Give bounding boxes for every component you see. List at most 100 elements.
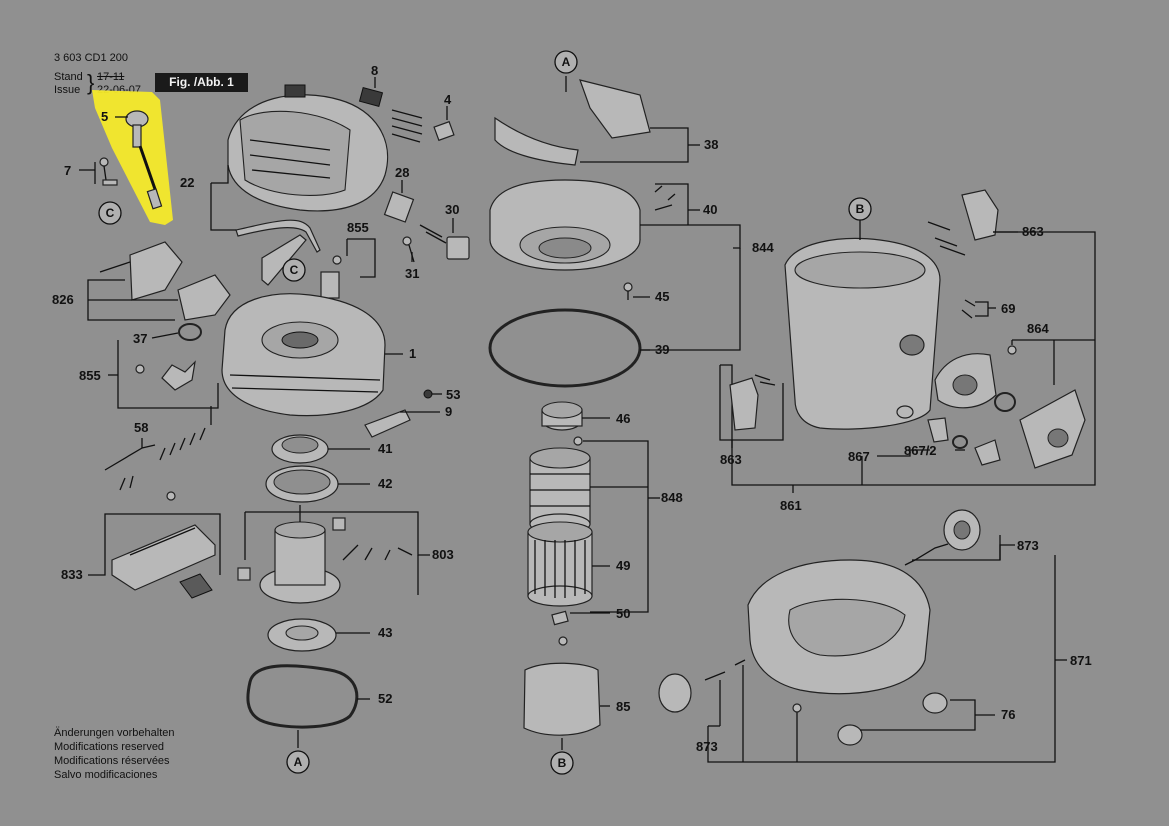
part-label-37: 37 xyxy=(133,331,147,346)
part-label-871: 871 xyxy=(1070,653,1092,668)
latch-part-863-top xyxy=(927,189,999,256)
part-label-85: 85 xyxy=(616,699,630,714)
gasket-part-52 xyxy=(246,664,359,729)
part-label-28: 28 xyxy=(395,165,409,180)
ring-part-41 xyxy=(271,434,329,464)
circuit-board-part-833 xyxy=(111,491,216,599)
part-label-58: 58 xyxy=(134,420,148,435)
part-label-40: 40 xyxy=(703,202,717,217)
issue-label: Issue xyxy=(54,84,81,96)
part-label-45: 45 xyxy=(655,289,669,304)
filter-part-49 xyxy=(527,521,593,607)
connector-b-top: B xyxy=(848,197,872,221)
part-label-49: 49 xyxy=(616,558,630,573)
bracket-part-855-left xyxy=(135,360,196,391)
part-label-4: 4 xyxy=(444,92,452,107)
connector-c-left: C xyxy=(98,201,122,225)
caster-part-76 xyxy=(837,692,948,746)
top-cover-part-22 xyxy=(227,84,389,212)
part-label-855-left: 855 xyxy=(79,368,101,383)
part-label-39: 39 xyxy=(655,342,669,357)
part-label-41: 41 xyxy=(378,441,392,456)
bracket-part-38 xyxy=(494,79,651,166)
brace-symbol: } xyxy=(87,70,95,95)
motor-part-803 xyxy=(237,505,413,604)
part-label-833: 833 xyxy=(61,567,83,582)
part-label-826: 826 xyxy=(52,292,74,307)
seal-part-43 xyxy=(267,618,337,652)
filter-bag-part-85 xyxy=(523,662,601,736)
connector-c-mid: C xyxy=(282,258,306,282)
note-english: Modifications reserved xyxy=(54,741,165,753)
note-german: Änderungen vorbehalten xyxy=(54,727,175,739)
stand-value: 17-11 xyxy=(97,71,125,83)
connector-c-mid-letter: C xyxy=(290,263,299,277)
part-label-861: 861 xyxy=(780,498,802,513)
filter-head-part-844 xyxy=(489,179,641,271)
spring-part-69 xyxy=(961,299,976,319)
cord-part-5 xyxy=(125,110,163,210)
screw-part-871 xyxy=(792,703,802,713)
part-label-46: 46 xyxy=(616,411,630,426)
note-french: Modifications réservées xyxy=(54,755,170,767)
part-label-76: 76 xyxy=(1001,707,1015,722)
connector-b-top-letter: B xyxy=(856,202,865,216)
modification-notes: Änderungen vorbehalten Modifications res… xyxy=(54,726,174,782)
wheel-part-873-left xyxy=(658,659,746,713)
screw-part-7 xyxy=(99,157,118,186)
part-label-855-top: 855 xyxy=(347,220,369,235)
brush-set-part-4 xyxy=(391,109,455,143)
filter-cartridge-part-848 xyxy=(529,436,591,535)
connector-b-bottom-circle xyxy=(550,751,574,775)
connector-a-bottom-circle xyxy=(286,750,310,774)
part-label-5: 5 xyxy=(101,109,108,124)
part-label-864: 864 xyxy=(1027,321,1049,336)
part-label-863-top: 863 xyxy=(1022,224,1044,239)
latch-part-50 xyxy=(551,610,569,646)
wire-set-part-58 xyxy=(119,406,212,491)
connector-a-top: A xyxy=(554,50,578,74)
part-label-873-left: 873 xyxy=(696,739,718,754)
wheel-part-873-top xyxy=(904,509,981,566)
filter-part-826 xyxy=(99,241,231,321)
cover-part-864 xyxy=(934,345,1086,469)
connector-a-bottom-letter: A xyxy=(294,755,303,769)
part-label-38: 38 xyxy=(704,137,718,152)
connector-b-bottom: B xyxy=(550,751,574,775)
label-part-8 xyxy=(358,87,384,107)
ring-part-42 xyxy=(265,465,339,503)
part-label-30: 30 xyxy=(445,202,459,217)
connector-a-bottom: A xyxy=(286,750,310,774)
bracket-part-28 xyxy=(383,191,415,223)
gasket-strip xyxy=(235,219,321,253)
part-label-52: 52 xyxy=(378,691,392,706)
part-label-50: 50 xyxy=(616,606,630,621)
part-label-42: 42 xyxy=(378,476,392,491)
motor-housing-part-1 xyxy=(221,293,386,417)
connector-c-mid-circle xyxy=(282,258,306,282)
oring-part-37 xyxy=(178,323,202,341)
figure-label-badge: Fig. /Abb. 1 xyxy=(155,73,248,92)
part-label-22: 22 xyxy=(180,175,194,190)
connector-a-top-circle xyxy=(554,50,578,74)
part-label-7: 7 xyxy=(64,163,71,178)
knob-part-867 xyxy=(927,417,1001,466)
strip-part-9 xyxy=(364,409,411,438)
part-label-803: 803 xyxy=(432,547,454,562)
connector-b-top-circle xyxy=(848,197,872,221)
part-label-844: 844 xyxy=(752,240,774,255)
part-label-867: 867 xyxy=(848,449,870,464)
switch-part-30 xyxy=(419,224,470,260)
part-label-31: 31 xyxy=(405,266,419,281)
note-spanish: Salvo modificaciones xyxy=(54,769,158,781)
part-label-863-bottom: 863 xyxy=(720,452,742,467)
part-label-9: 9 xyxy=(445,404,452,419)
base-part-871 xyxy=(747,559,931,695)
container-part-861 xyxy=(784,237,941,430)
stand-label: Stand xyxy=(54,71,83,83)
connector-b-bottom-letter: B xyxy=(558,756,567,770)
part-label-69: 69 xyxy=(1001,301,1015,316)
screw-part-53 xyxy=(423,389,433,399)
